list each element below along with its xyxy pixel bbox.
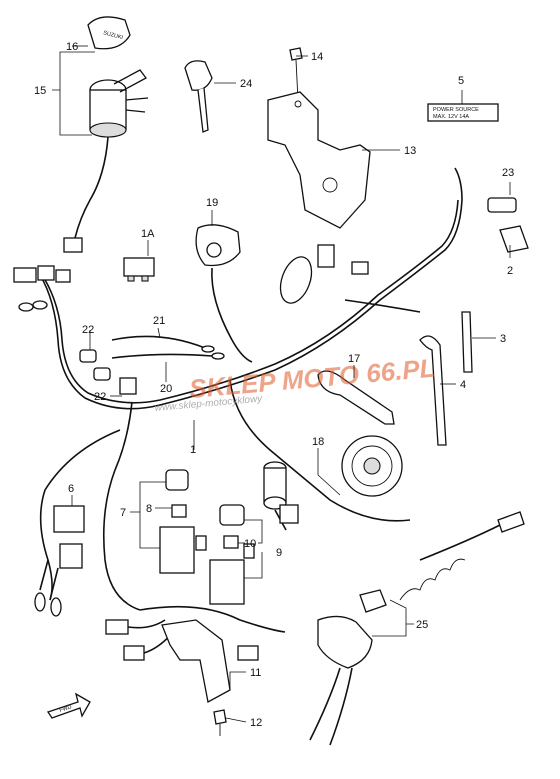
callout-16: 16 — [66, 41, 78, 53]
kill-switch-25 — [309, 511, 525, 746]
bracket-11 — [161, 619, 231, 736]
label-line-2: MAX. 12V 14A — [433, 114, 469, 120]
callout-1: 1 — [190, 444, 196, 456]
callout-22a: 22 — [82, 324, 94, 336]
label-line-1: POWER SOURCE — [433, 107, 479, 113]
callout-12: 12 — [250, 717, 262, 729]
fuse-holder-9 — [209, 504, 255, 605]
callout-8: 8 — [146, 503, 152, 515]
bracket-13 — [267, 47, 371, 229]
horn-18 — [317, 370, 403, 497]
lower-connectors — [105, 619, 259, 661]
callouts: 16 15 24 14 5 13 23 2 3 4 17 18 19 1A 21… — [34, 41, 514, 729]
callout-1a: 1A — [141, 228, 155, 240]
callout-15: 15 — [34, 85, 46, 97]
callout-10: 10 — [244, 538, 256, 550]
callout-17: 17 — [348, 353, 360, 365]
front-arrow-icon: FWD — [46, 692, 91, 719]
switch-19 — [195, 224, 253, 363]
callout-7: 7 — [120, 507, 126, 519]
callout-4: 4 — [460, 379, 466, 391]
power-source-label: POWER SOURCE MAX. 12V 14A — [427, 103, 499, 122]
callout-25: 25 — [416, 619, 428, 631]
fuse-holder-7 — [159, 469, 207, 574]
callout-18: 18 — [312, 436, 324, 448]
covers-22 — [79, 349, 137, 395]
cap-brand-text: SUZUKI — [102, 30, 123, 41]
callout-19: 19 — [206, 197, 218, 209]
callout-20: 20 — [160, 383, 172, 395]
ignition-switch: SUZUKI — [63, 16, 149, 253]
connector-23 — [487, 197, 529, 253]
leads-20-21 — [111, 335, 225, 360]
front-arrow-label: FWD — [59, 704, 73, 714]
relay-6 — [34, 505, 85, 617]
callout-6: 6 — [68, 483, 74, 495]
harness-coil — [279, 244, 369, 304]
callout-9: 9 — [276, 547, 282, 559]
key — [184, 60, 213, 133]
main-harness — [39, 167, 463, 633]
callout-24: 24 — [240, 78, 252, 90]
callout-14: 14 — [311, 51, 323, 63]
tie-4 — [419, 335, 447, 446]
bracket-3 — [461, 311, 473, 373]
callout-22b: 22 — [94, 391, 106, 403]
callout-3: 3 — [500, 333, 506, 345]
callout-11: 11 — [250, 667, 261, 679]
callout-13: 13 — [404, 145, 416, 157]
left-connector-block — [13, 265, 71, 312]
relay-1a — [123, 257, 155, 282]
regulator — [263, 461, 299, 531]
callout-23: 23 — [502, 167, 514, 179]
callout-21: 21 — [153, 315, 165, 327]
leader-lines — [52, 45, 511, 723]
callout-5: 5 — [458, 75, 464, 87]
callout-2: 2 — [507, 265, 513, 277]
